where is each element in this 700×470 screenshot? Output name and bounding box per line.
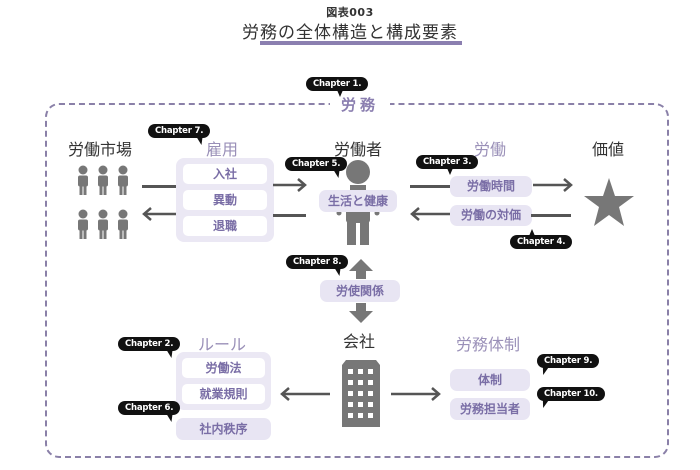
chapter-badge-3: Chapter 3. [416,155,479,175]
arrow-up-icon [349,259,373,279]
arrow-worker-to-employment [273,214,306,217]
hr-system-item-staff: 労務担当者 [450,398,530,420]
frame-label: 労務 [330,94,390,115]
arrow-compensation-to-worker [410,207,452,221]
chapter-badge-8: Chapter 8. [286,255,349,269]
labor-relations-badge: 労使関係 [320,280,400,302]
labor-heading: 労働 [474,140,507,159]
labor-market-heading: 労働市場 [68,140,133,159]
arrow-company-to-rules [280,387,330,401]
chapter-badge-7: Chapter 7. [148,124,211,138]
rules-item-internal-order: 社内秩序 [176,418,271,440]
figure-label: 図表003 [326,6,374,19]
chapter-badge-4: Chapter 4. [510,229,573,249]
arrow-hours-to-value [533,178,573,192]
labor-item-compensation: 労働の対価 [450,205,532,226]
arrow-employment-to-worker [273,178,307,192]
arrow-down-icon [349,303,373,323]
hr-system-item-structure: 体制 [450,369,530,391]
life-and-health-badge: 生活と健康 [319,190,397,212]
chapter-badge-9: Chapter 9. [537,354,600,368]
value-heading: 価値 [592,140,625,159]
employment-heading: 雇用 [206,140,239,159]
star-icon [584,178,634,226]
page-title: 労務の全体構造と構成要素 [242,23,458,43]
rules-item-work-rules: 就業規則 [182,384,265,404]
employment-item-retire: 退職 [183,216,267,236]
employment-item-hire: 入社 [183,164,267,184]
worker-heading: 労働者 [334,140,383,159]
rules-heading: ルール [198,335,247,354]
hr-system-heading: 労務体制 [456,335,521,354]
labor-item-working-hours: 労働時間 [450,176,532,197]
arrow-value-to-compensation-line [531,214,571,217]
people-group-icon [78,165,128,239]
arrow-company-to-hr-system [391,387,441,401]
building-icon [342,360,380,427]
chapter-badge-5: Chapter 5. [285,157,348,171]
chapter-badge-2: Chapter 2. [118,337,181,351]
rules-item-labor-law: 労働法 [182,358,265,378]
chapter-badge-10: Chapter 10. [537,387,605,401]
company-heading: 会社 [343,332,376,351]
chapter-badge-6: Chapter 6. [118,401,181,415]
arrow-worker-to-hours-line [410,185,450,188]
chapter-badge-1: Chapter 1. [306,77,369,97]
arrow-employment-to-market [142,207,178,221]
title-underline [260,41,462,45]
employment-item-transfer: 異動 [183,190,267,210]
arrow-market-to-employment [142,185,177,188]
